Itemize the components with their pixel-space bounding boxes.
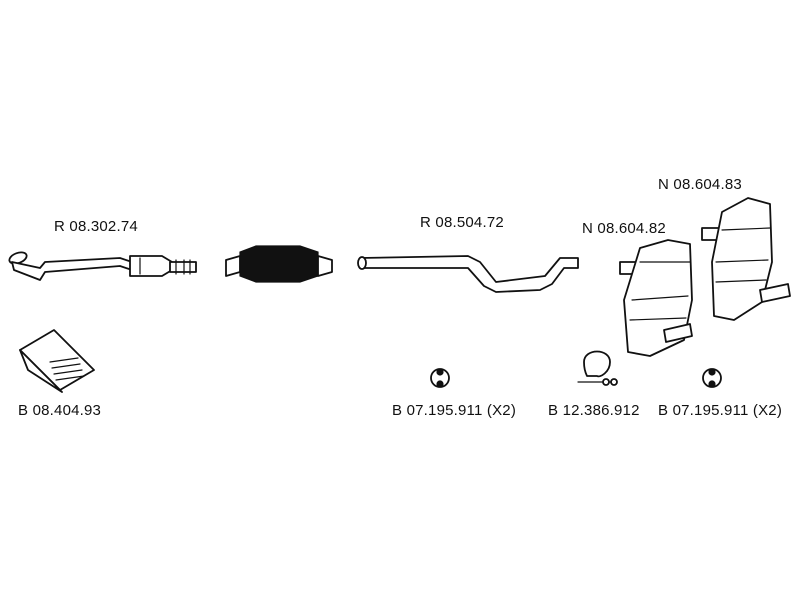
- middle-pipe-drawing: [357, 255, 579, 293]
- rear-silencer-right-label: N 08.604.83: [658, 176, 742, 193]
- rubber-mount-middle-drawing: [430, 368, 450, 388]
- catalytic-converter-drawing: [225, 245, 333, 283]
- rear-silencer-left-drawing: [619, 239, 693, 357]
- rubber-mount-middle-label: B 07.195.911 (X2): [392, 402, 517, 419]
- clamp-label: B 12.386.912: [548, 402, 640, 419]
- clamp-drawing: [577, 350, 618, 386]
- heat-shield-kit-label: B 08.404.93: [18, 402, 102, 419]
- rear-silencer-left-label: N 08.604.82: [582, 220, 666, 237]
- front-pipe-label: R 08.302.74: [54, 218, 138, 235]
- heat-shield-kit-drawing: [19, 329, 95, 393]
- rubber-mount-rear-label: B 07.195.911 (X2): [658, 402, 783, 419]
- front-pipe-drawing: [8, 251, 197, 281]
- rear-silencer-right-drawing: [701, 197, 791, 321]
- rubber-mount-rear-drawing: [702, 368, 722, 388]
- middle-pipe-label: R 08.504.72: [420, 214, 504, 231]
